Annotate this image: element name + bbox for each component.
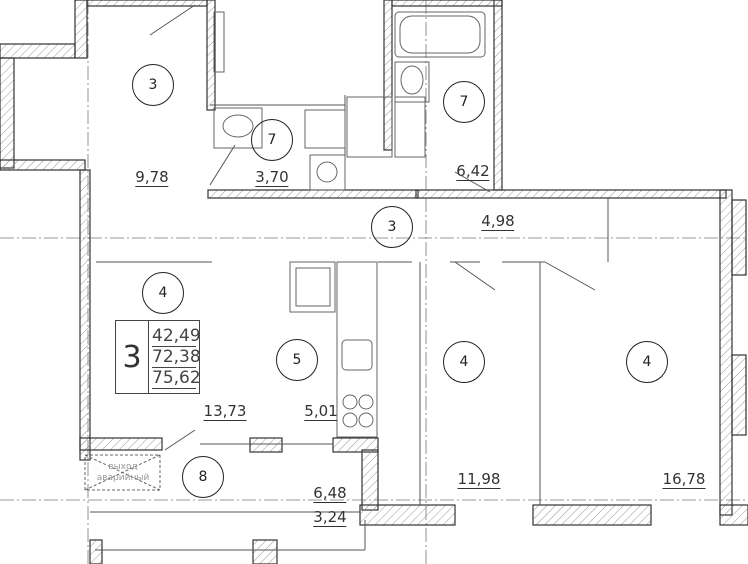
rooms-count: 3 xyxy=(116,321,149,393)
total-area: 72,38 xyxy=(152,346,201,368)
partitions xyxy=(90,4,609,551)
room-number-circle: 7 xyxy=(443,81,485,123)
room-number-circle: 8 xyxy=(182,456,224,498)
room-area-label: 5,01 xyxy=(304,402,338,421)
room-area-reduced-label: 3,24 xyxy=(313,508,347,527)
room-area-label: 6,48 xyxy=(313,484,347,503)
fixtures xyxy=(84,11,486,491)
emergency-exit-line2: аварийный xyxy=(96,473,150,483)
room-number-circle: 4 xyxy=(443,341,485,383)
room-number-circle: 3 xyxy=(371,206,413,248)
emergency-exit-label: выход аварийный xyxy=(88,462,158,484)
room-area-label: 4,98 xyxy=(481,212,515,231)
emergency-exit-line1: выход xyxy=(108,462,138,472)
total-area-with-balcony: 75,62 xyxy=(152,367,201,389)
room-number-circle: 5 xyxy=(276,339,318,381)
room-number-circle: 7 xyxy=(251,119,293,161)
room-area-label: 11,98 xyxy=(457,470,501,489)
living-area: 42,49 xyxy=(152,325,201,347)
room-area-label: 6,42 xyxy=(456,162,490,181)
room-area-label: 9,78 xyxy=(135,168,169,187)
room-area-label: 13,73 xyxy=(203,402,247,421)
room-number-circle: 4 xyxy=(142,272,184,314)
room-number-circle: 3 xyxy=(132,64,174,106)
apartment-summary-box: 3 42,49 72,38 75,62 xyxy=(115,320,201,394)
room-number-circle: 4 xyxy=(626,341,668,383)
room-area-label: 16,78 xyxy=(662,470,706,489)
room-area-label: 3,70 xyxy=(255,168,289,187)
